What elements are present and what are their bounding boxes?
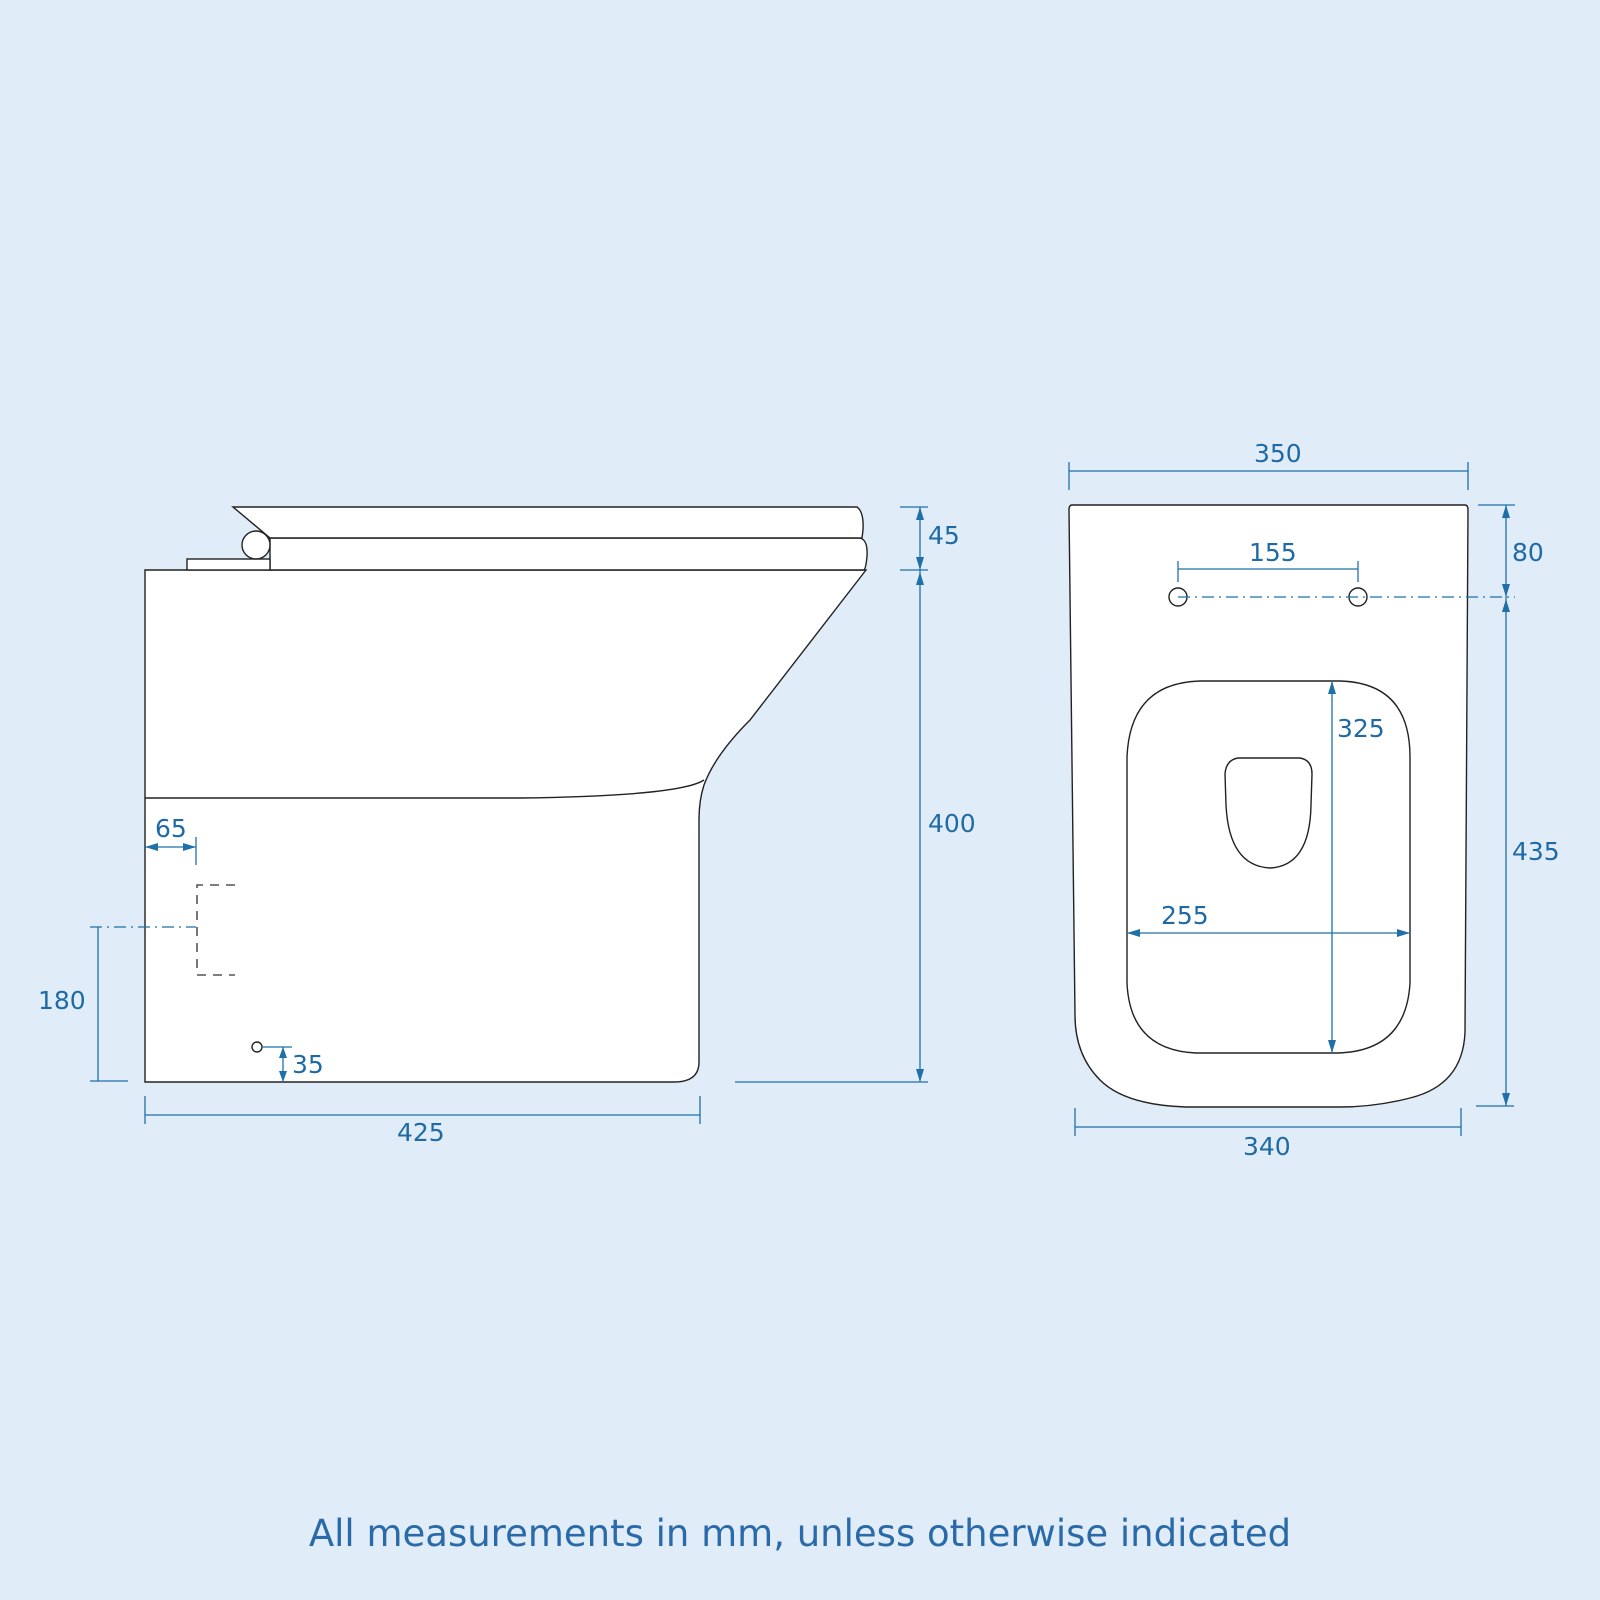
side-view — [90, 506, 928, 1124]
dim-label-fixing-hole-height: 35 — [292, 1050, 324, 1079]
dim-label-projection: 425 — [397, 1118, 445, 1147]
dim-label-length-from-fixing: 435 — [1512, 837, 1560, 866]
dim-label-pan-height: 400 — [928, 809, 976, 838]
pan-body-outline — [144, 569, 868, 1083]
top-view — [1068, 462, 1515, 1136]
fixing-hole — [251, 1041, 263, 1053]
dim-label-base-width: 340 — [1243, 1132, 1291, 1161]
dim-label-fixing-hole-from-back: 80 — [1512, 538, 1544, 567]
hinge-block — [186, 558, 271, 571]
pan-split-line — [145, 779, 705, 799]
dim-label-top-width: 350 — [1254, 439, 1302, 468]
hinge-circle — [241, 530, 271, 560]
seat-lower — [269, 537, 868, 571]
dim-label-bowl-width: 255 — [1161, 901, 1209, 930]
dim-label-waste-centre-height: 180 — [38, 986, 86, 1015]
measurement-note: All measurements in mm, unless otherwise… — [308, 1512, 1292, 1555]
dim-label-waste-offset: 65 — [155, 814, 187, 843]
seat-lid — [231, 506, 864, 539]
trap-opening-outline — [1224, 757, 1313, 869]
dim-label-seat-thickness: 45 — [928, 521, 960, 550]
dim-label-bowl-length: 325 — [1337, 714, 1385, 743]
dim-label-fixing-hole-spacing: 155 — [1249, 538, 1297, 567]
waste-outlet-hidden — [196, 884, 235, 976]
